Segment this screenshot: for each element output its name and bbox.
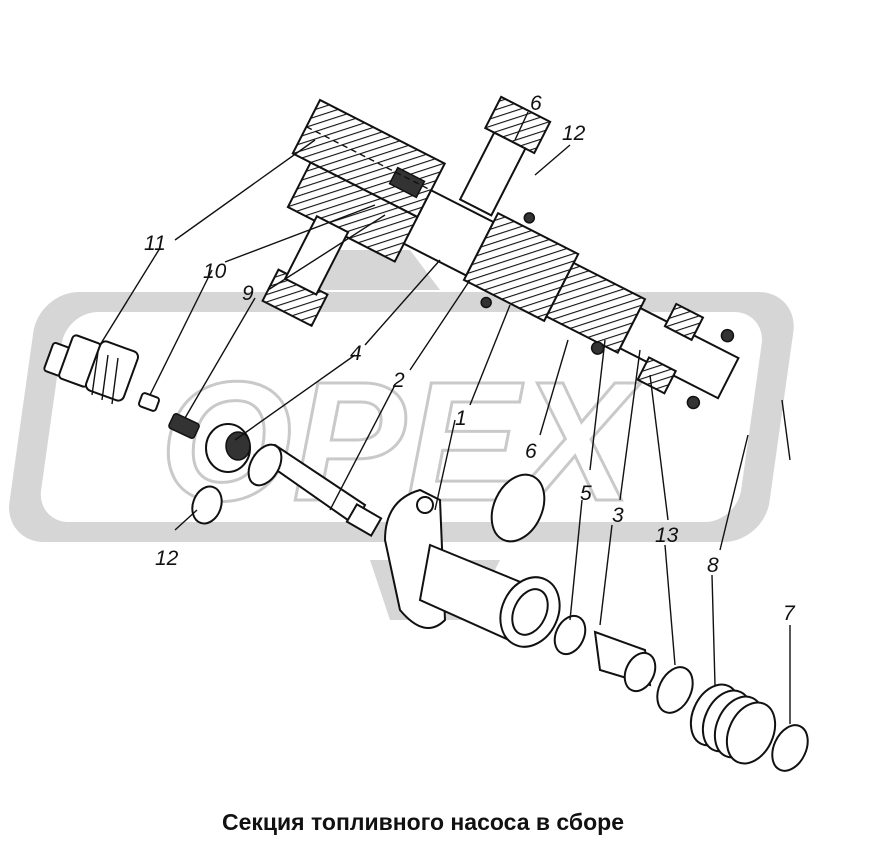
part-2-plunger (247, 443, 383, 538)
callout-6-top: 6 (530, 92, 542, 115)
part-9-spring (168, 413, 200, 439)
callout-5: 5 (580, 482, 592, 505)
callout-2: 2 (392, 369, 405, 392)
callout-labels: 11 10 9 4 2 1 6 12 6 5 3 13 8 7 12 (144, 92, 796, 625)
part-7-snap-ring (771, 724, 809, 772)
callout-6-mid: 6 (525, 440, 537, 463)
ring-13 (590, 341, 605, 355)
internal-valve (388, 166, 426, 199)
part-8-spring (689, 683, 777, 765)
part-4-valve-body (205, 423, 251, 473)
callout-12-bottom: 12 (155, 547, 179, 570)
bottom-flange-stem (283, 214, 350, 296)
pin-bottom (686, 395, 701, 410)
spring-seat (663, 302, 705, 342)
callout-12-top: 12 (562, 122, 586, 145)
callout-7: 7 (783, 602, 796, 625)
diagram-caption: Секция топливного насоса в сборе (222, 809, 624, 835)
callout-3: 3 (612, 504, 624, 527)
part-13-washer (656, 666, 694, 714)
part-6-o-ring (490, 473, 546, 543)
o-ring-6-bottom (480, 296, 492, 309)
watermark-top-tab (300, 250, 440, 290)
callout-13: 13 (655, 524, 679, 547)
part-1-barrel (383, 488, 561, 648)
callout-11: 11 (144, 232, 166, 255)
part-10-pin (137, 392, 161, 412)
leader-lines (99, 111, 791, 724)
part-3-spring-plate (593, 630, 657, 693)
part-5-ring (553, 614, 587, 656)
callout-8: 8 (707, 554, 719, 577)
callout-10: 10 (203, 260, 227, 283)
pin-top (720, 328, 735, 343)
callout-9: 9 (242, 282, 254, 305)
sectional-assembly (261, 95, 740, 410)
callout-4: 4 (350, 342, 362, 365)
top-flange-stem (458, 131, 527, 217)
part-12-o-ring (191, 485, 223, 525)
part-11-fitting (43, 334, 139, 405)
o-ring-6-top (523, 212, 536, 224)
callout-1: 1 (455, 407, 467, 430)
